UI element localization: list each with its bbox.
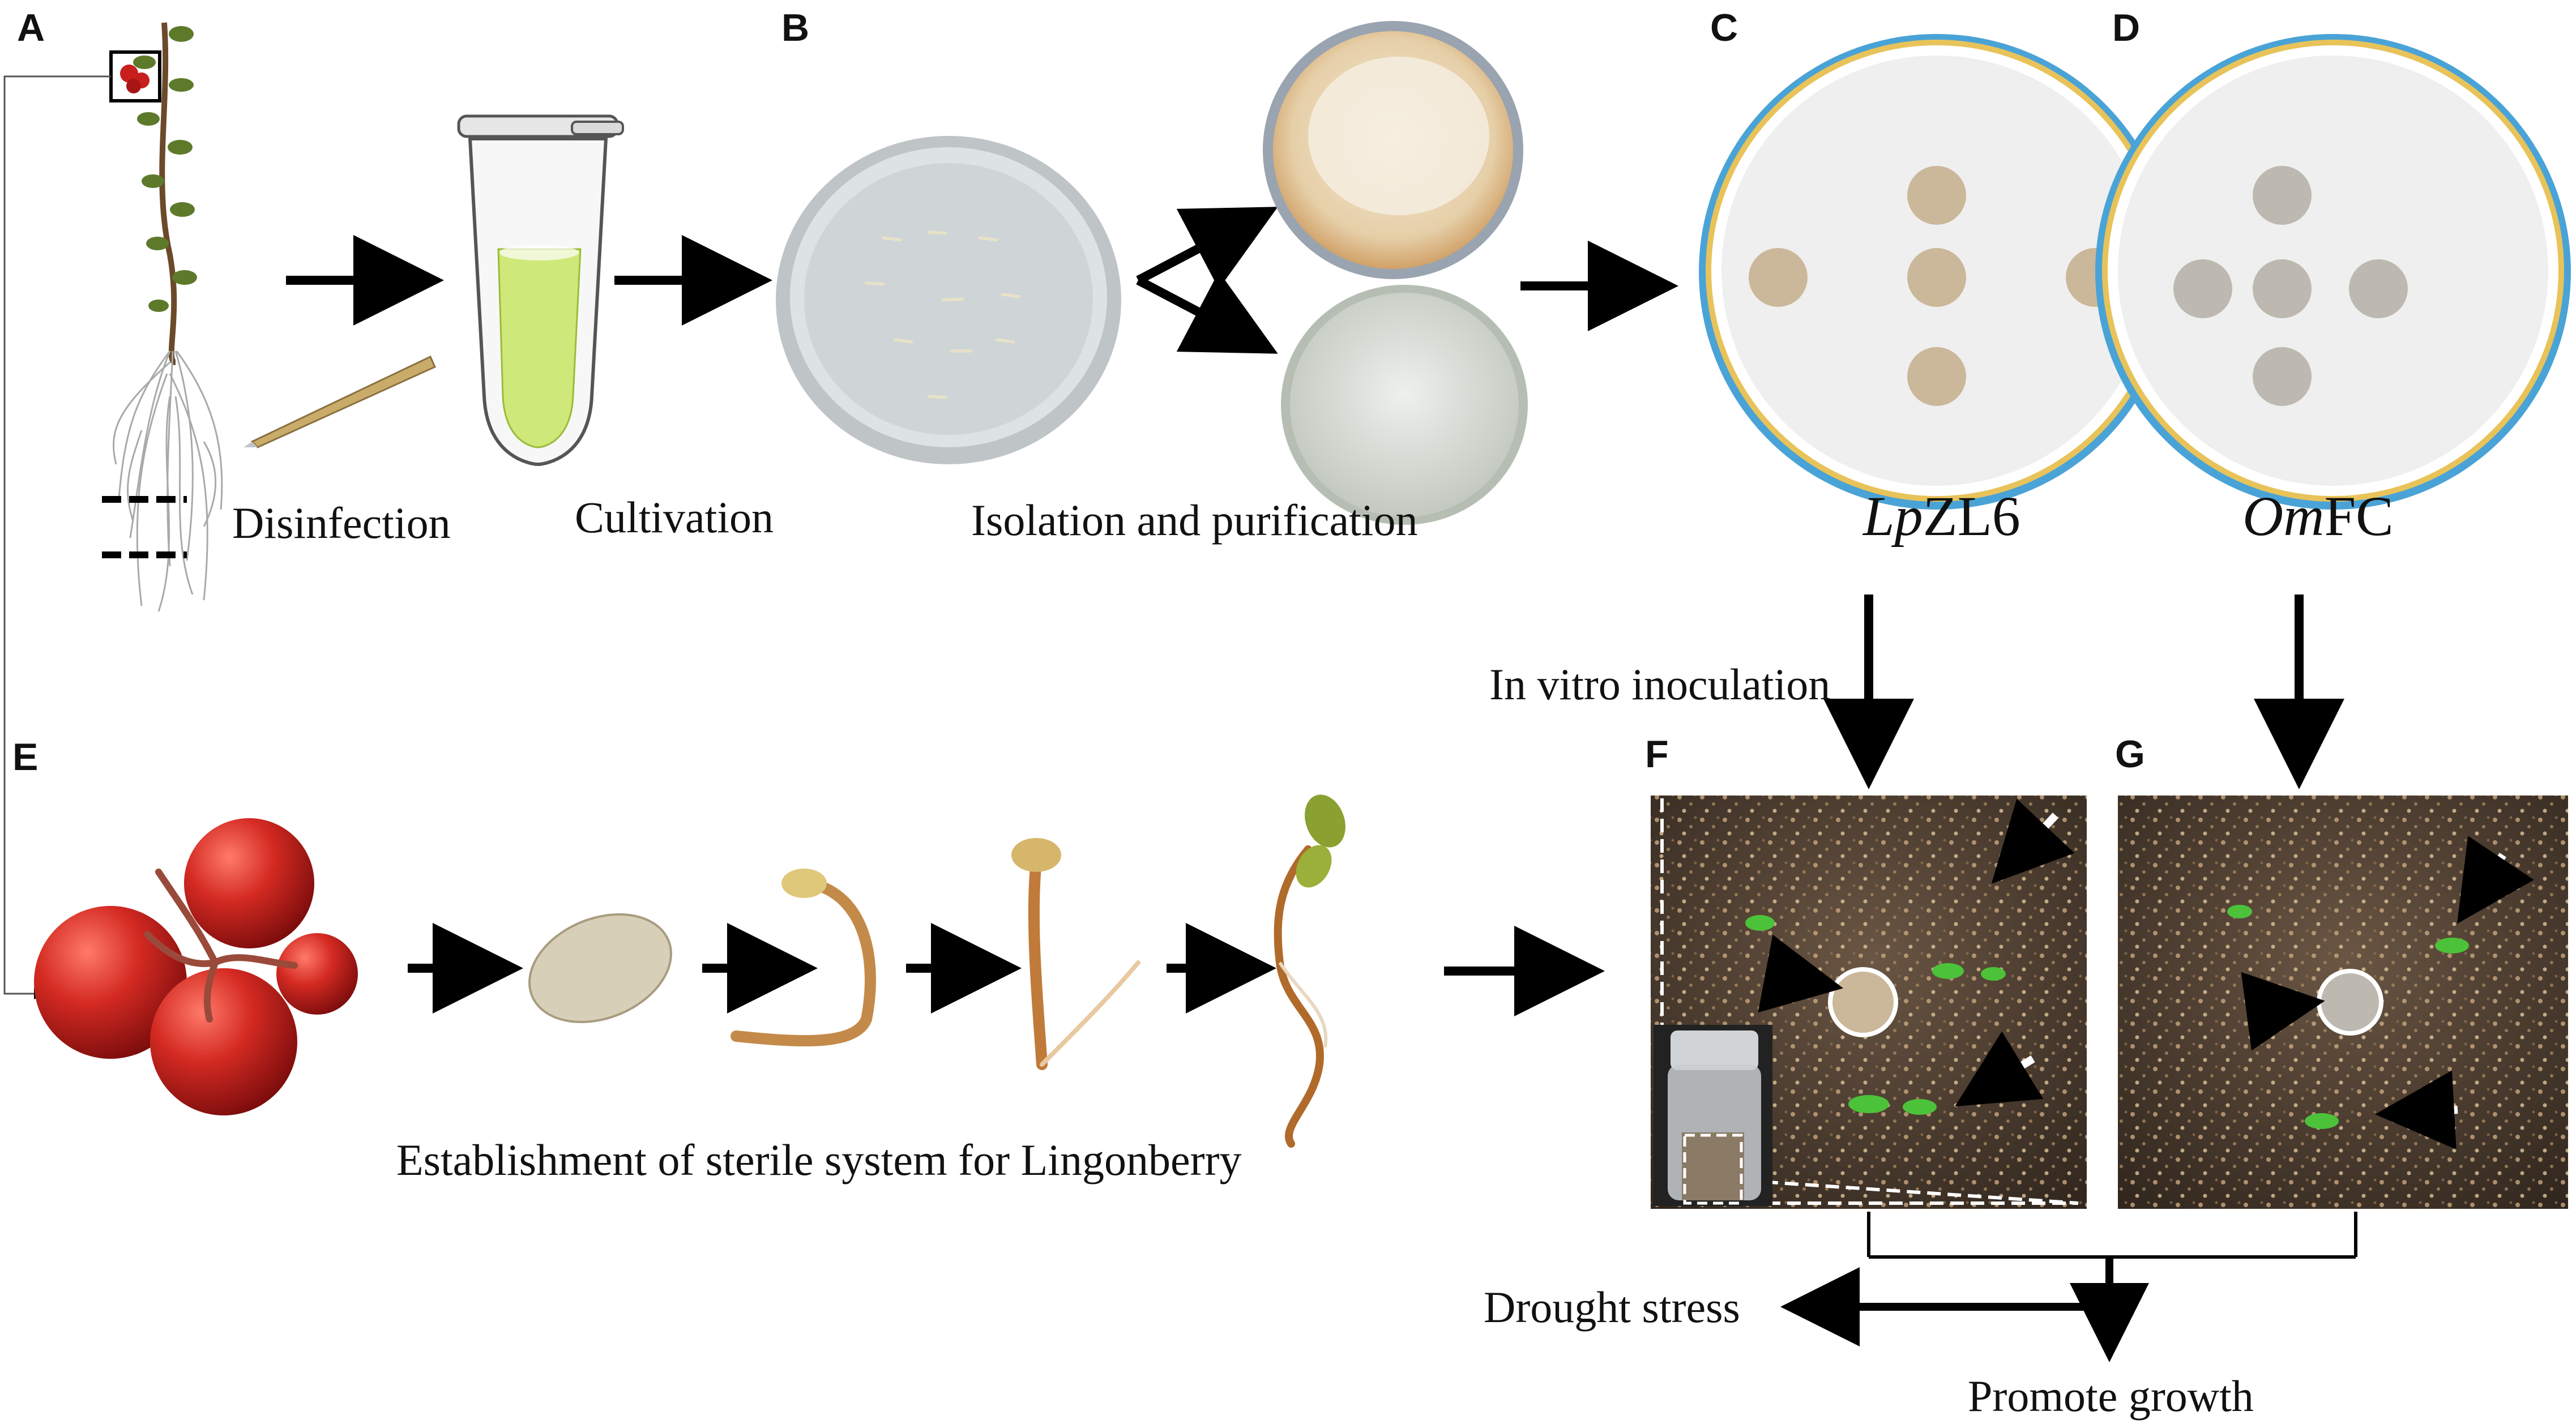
- soil-photo-lpzl6: [1651, 796, 2087, 1209]
- panel-label-b: B: [781, 6, 809, 49]
- fungal-inoculum-disk: [1828, 967, 1898, 1037]
- isolated-colony-plate-gray: [1281, 285, 1528, 525]
- panel-label-a: A: [17, 6, 45, 49]
- microcentrifuge-tube-illustration: [457, 114, 624, 467]
- panel-label-d: D: [2112, 6, 2140, 49]
- panel-label-f: F: [1645, 733, 1669, 776]
- scalpel-illustration: [243, 355, 436, 448]
- strain-omfc-label: OmFC: [2242, 485, 2394, 548]
- isolated-colony-plate-orange: [1263, 21, 1523, 279]
- white-arrow-marker: [2457, 836, 2534, 924]
- arrow-split-lower: [1136, 271, 1278, 354]
- strain-lpzl6-label: LpZL6: [1862, 485, 2020, 548]
- red-arrow-marker: [1758, 934, 1844, 1013]
- connector-a-to-e: [3, 75, 111, 995]
- sprout-stage-3: [1274, 794, 1345, 1148]
- arrow-split-upper: [1136, 207, 1278, 289]
- step-isolation-label: Isolation and purification: [971, 495, 1417, 545]
- white-arrow-marker: [2375, 1070, 2458, 1150]
- step-sterile-system-label: Establishment of sterile system for Ling…: [396, 1135, 1242, 1184]
- panel-label-c: C: [1710, 6, 1738, 49]
- outcome-promote-growth-label: Promote growth: [1968, 1371, 2254, 1421]
- sprout-stage-1: [730, 869, 876, 1047]
- seedling: [1932, 963, 1964, 979]
- sprout-stage-2: [1011, 838, 1140, 1070]
- red-arrow-marker: [2241, 972, 2325, 1051]
- seedling: [2227, 905, 2252, 918]
- lingonberry-fruits-illustration: [34, 818, 358, 1115]
- step-cultivation-label: Cultivation: [575, 493, 774, 542]
- fungal-inoculum-disk: [2317, 969, 2383, 1036]
- seedling: [1981, 967, 2006, 981]
- outcome-drought-stress-label: Drought stress: [1484, 1282, 1740, 1332]
- lpzl6-inoculation-plate: [1699, 34, 2175, 510]
- seedling: [1848, 1095, 1889, 1113]
- step-inoculation-label: In vitro inoculation: [1489, 660, 1830, 709]
- seedling: [2305, 1113, 2339, 1129]
- step-disinfection-label: Disinfection: [232, 498, 451, 548]
- omfc-inoculation-plate: [2095, 34, 2571, 510]
- white-arrow-marker: [1955, 1031, 2044, 1107]
- outcome-bracket: [1780, 1212, 2357, 1362]
- seedling: [2435, 938, 2469, 953]
- white-arrow-marker: [1991, 798, 2075, 884]
- seedling: [1745, 915, 1775, 931]
- panel-label-g: G: [2115, 733, 2145, 776]
- seed-illustration: [528, 913, 672, 1024]
- lingonberry-plant-illustration: [102, 22, 223, 612]
- petri-dish-cultivation-plate: [776, 136, 1121, 464]
- soil-photo-omfc: [2118, 796, 2568, 1209]
- panel-label-e: E: [12, 735, 38, 779]
- seedling: [1903, 1099, 1937, 1115]
